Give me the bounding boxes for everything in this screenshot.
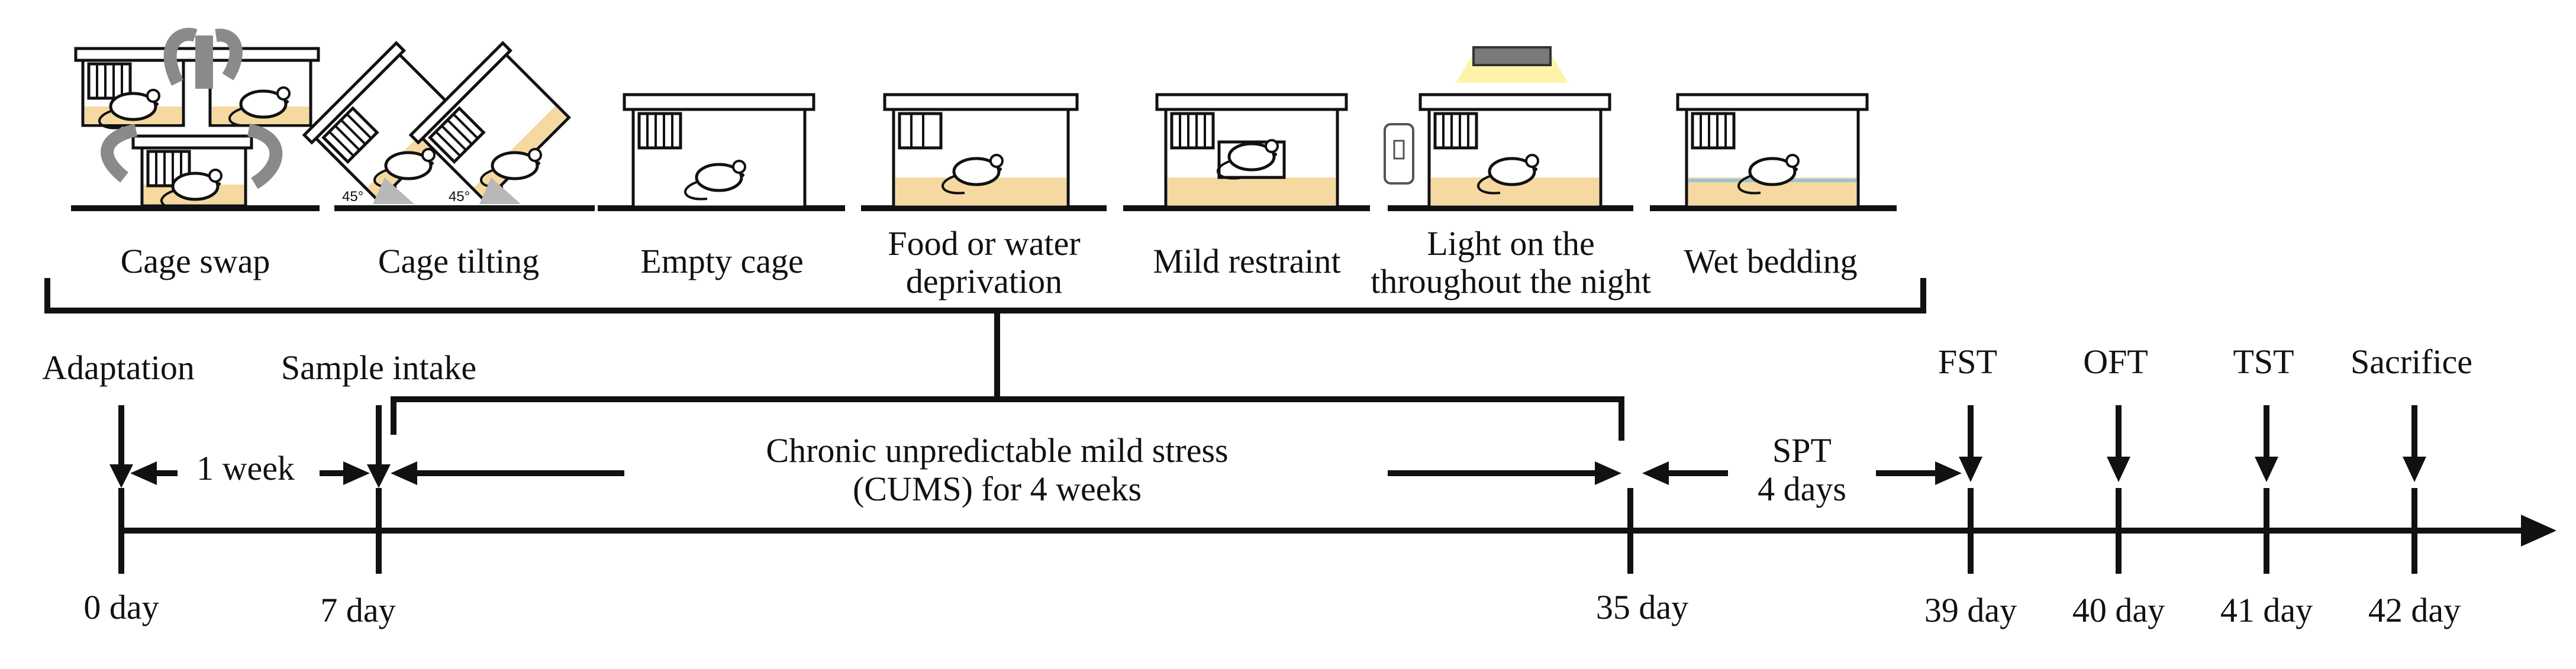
mild-restraint-illustration [1155,93,1348,209]
event-arrows [109,405,2426,488]
event-tst: TST [2233,342,2294,381]
day-label-35: 35 day [1595,588,1689,626]
stressor-label-wet-bedding: Wet bedding [1684,242,1858,280]
day-label-41: 41 day [2220,591,2313,629]
wet-bedding-illustration [1676,93,1869,209]
interval-arrows [130,461,1962,485]
interval-cums-line1: Chronic unpredictable mild stress [766,431,1229,470]
stressor-label-light-on: Light on the throughout the night [1371,224,1651,300]
interval-spt-line1: SPT [1772,431,1832,470]
day-label-0: 0 day [83,588,159,626]
day-label-42: 42 day [2368,591,2461,629]
food-water-deprivation-illustration [883,93,1079,209]
timeline-axis [118,488,2556,574]
empty-cage-illustration [623,93,815,209]
stressor-bracket [44,278,1926,441]
tilt-angle-left: 45° [342,189,363,205]
interval-cums-line2: (CUMS) for 4 weeks [852,470,1142,508]
interval-spt-line2: 4 days [1758,470,1846,508]
event-sacrifice: Sacrifice [2350,342,2473,381]
light-on-illustration [1384,46,1611,209]
stressor-label-empty-cage: Empty cage [640,242,804,280]
stressor-label-cage-tilting: Cage tilting [378,242,540,280]
day-label-40: 40 day [2072,591,2165,629]
cage-tilting-illustration: 45° 45° [302,41,571,205]
event-oft: OFT [2083,342,2148,381]
event-fst: FST [1938,342,1997,381]
day-label-7: 7 day [320,591,396,629]
stressor-label-mild-restraint: Mild restraint [1153,242,1341,280]
cage-swap-illustration [74,28,320,208]
tilt-angle-right: 45° [449,189,470,205]
stressor-label-cage-swap: Cage swap [120,242,270,280]
interval-one-week: 1 week [196,449,295,487]
event-adaptation: Adaptation [42,348,195,387]
day-label-39: 39 day [1924,591,2017,629]
event-sample-intake: Sample intake [281,348,477,387]
stressor-label-food-water-deprivation: Food or water deprivation [888,224,1081,300]
